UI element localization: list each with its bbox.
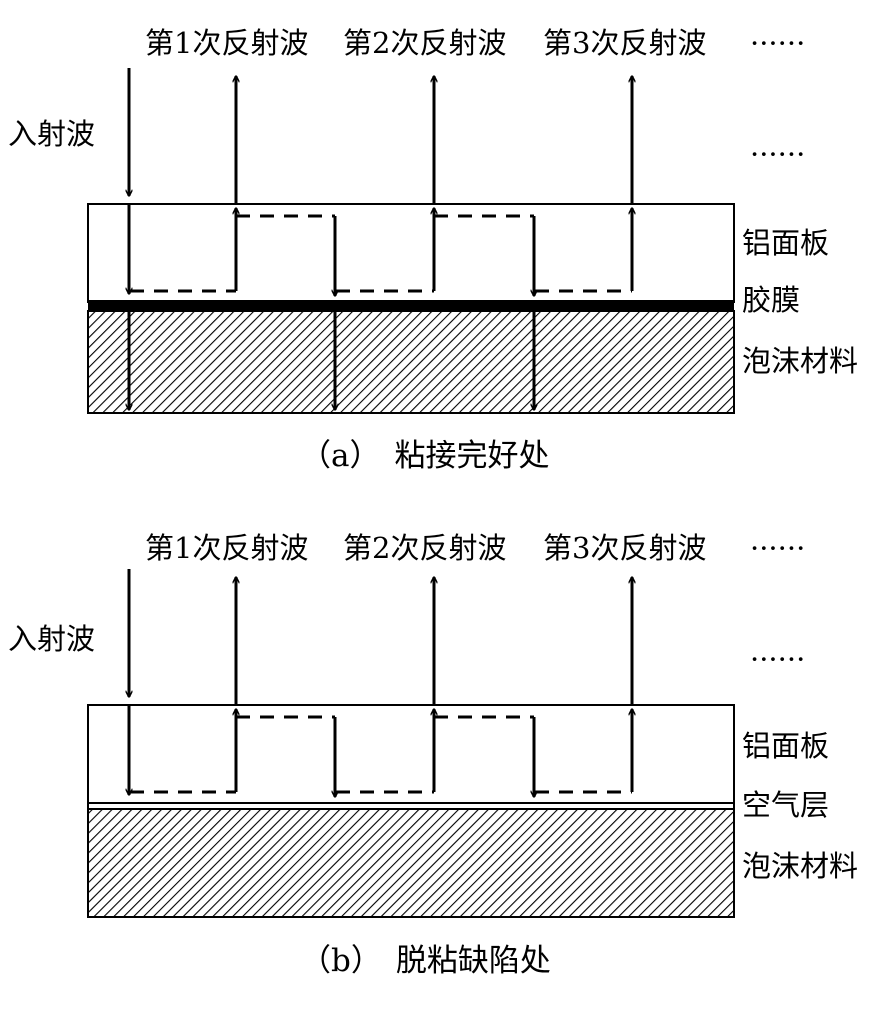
- reflection-label-1: 第1次反射波: [145, 531, 309, 565]
- caption-text: 粘接完好处: [394, 438, 550, 474]
- caption-text: 脱粘缺陷处: [395, 943, 551, 979]
- diagram-bonded: 第1次反射波 第2次反射波 第3次反射波 ······ 入射波 ······ 铝…: [0, 0, 887, 480]
- foam-core-layer: [87, 310, 735, 414]
- adhesive-film-layer: [88, 300, 734, 311]
- caption-b: （b） 脱粘缺陷处: [300, 943, 551, 979]
- reflection-label-2: 第2次反射波: [343, 531, 507, 565]
- caption-a: （a） 粘接完好处: [300, 438, 549, 474]
- foam-material-label: 泡沫材料: [742, 344, 859, 378]
- foam-core-layer: [87, 808, 735, 918]
- aluminium-panel-label: 铝面板: [742, 226, 830, 260]
- bonded-schematic: [87, 68, 735, 414]
- reflection-label-1: 第1次反射波: [145, 26, 309, 60]
- aluminium-panel-layer: [87, 203, 735, 303]
- incident-wave-label: 入射波: [8, 622, 96, 656]
- aluminium-panel-label: 铝面板: [742, 729, 830, 763]
- air-gap-label: 空气层: [742, 788, 830, 822]
- caption-index: （a）: [300, 438, 381, 474]
- ellipsis-top: ······: [750, 531, 806, 565]
- debonded-schematic: [87, 569, 735, 918]
- foam-material-label: 泡沫材料: [742, 849, 859, 883]
- diagram-debonded: 第1次反射波 第2次反射波 第3次反射波 ······ 入射波 ······ 铝…: [0, 505, 887, 985]
- ellipsis-top: ······: [750, 26, 806, 60]
- ellipsis-mid: ······: [750, 642, 806, 676]
- aluminium-panel-layer: [87, 704, 735, 804]
- reflection-label-3: 第3次反射波: [543, 531, 707, 565]
- reflection-label-3: 第3次反射波: [543, 26, 707, 60]
- adhesive-film-label: 胶膜: [742, 283, 801, 317]
- caption-index: （b）: [300, 943, 382, 979]
- ellipsis-mid: ······: [750, 137, 806, 171]
- incident-wave-label: 入射波: [8, 117, 96, 151]
- reflection-label-2: 第2次反射波: [343, 26, 507, 60]
